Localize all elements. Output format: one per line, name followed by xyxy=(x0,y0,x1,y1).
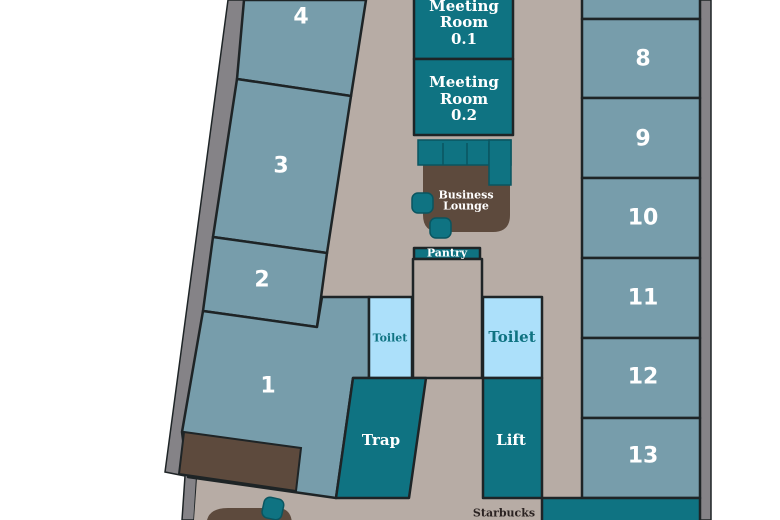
pantry-area xyxy=(411,257,484,380)
office-9[interactable] xyxy=(580,96,702,180)
meeting-room-0-2-line1: Meeting xyxy=(429,73,499,91)
office-12-label: 12 xyxy=(628,365,659,390)
toilet-right[interactable] xyxy=(481,295,544,380)
meeting-room-0-1-line3: 0.1 xyxy=(451,30,477,48)
pantry-label: Pantry xyxy=(427,247,468,260)
office-13-label: 13 xyxy=(628,444,659,469)
meeting-room-0-2[interactable] xyxy=(412,57,515,137)
lift[interactable] xyxy=(481,376,544,500)
office-4-label: 4 xyxy=(293,5,308,30)
business-lounge-line2: Lounge xyxy=(443,200,489,213)
office-10[interactable] xyxy=(580,176,702,260)
lounge-chair-icon xyxy=(429,217,452,239)
office-13[interactable] xyxy=(580,416,702,500)
meeting-room-0-2-line2: Room xyxy=(440,90,488,108)
lounge-sofa-arm xyxy=(488,139,512,186)
office-10-label: 10 xyxy=(628,206,659,231)
office-11[interactable] xyxy=(580,256,702,340)
office-11-label: 11 xyxy=(628,286,659,311)
bottom-lounge-chair-icon xyxy=(261,496,285,520)
toilet-right-label: Toilet xyxy=(488,328,535,346)
office-12[interactable] xyxy=(580,336,702,420)
starbucks-label: Starbucks xyxy=(473,507,535,520)
office-1-desk xyxy=(177,430,303,493)
office-9-label: 9 xyxy=(635,127,650,152)
toilet-left[interactable] xyxy=(367,295,414,380)
office-7[interactable] xyxy=(580,0,702,21)
starbucks-area[interactable] xyxy=(540,496,702,520)
business-lounge-line1: Business xyxy=(438,189,493,202)
office-1-label: 1 xyxy=(260,374,275,399)
office-3-label: 3 xyxy=(273,154,288,179)
meeting-room-0-2-line3: 0.2 xyxy=(451,106,477,124)
lounge-chair-icon xyxy=(411,192,434,214)
business-lounge[interactable] xyxy=(411,139,512,239)
meeting-room-0-1-line2: Room xyxy=(440,13,488,31)
toilet-left-label: Toilet xyxy=(373,332,409,345)
outer-wall-right xyxy=(699,0,712,520)
lift-label: Lift xyxy=(496,431,526,449)
meeting-room-0-1-line1: Meeting xyxy=(429,0,499,15)
stairs-label: Trap xyxy=(362,431,400,449)
stairs-trap[interactable] xyxy=(334,376,428,500)
office-2-label: 2 xyxy=(254,268,269,293)
office-8-label: 8 xyxy=(635,47,650,72)
